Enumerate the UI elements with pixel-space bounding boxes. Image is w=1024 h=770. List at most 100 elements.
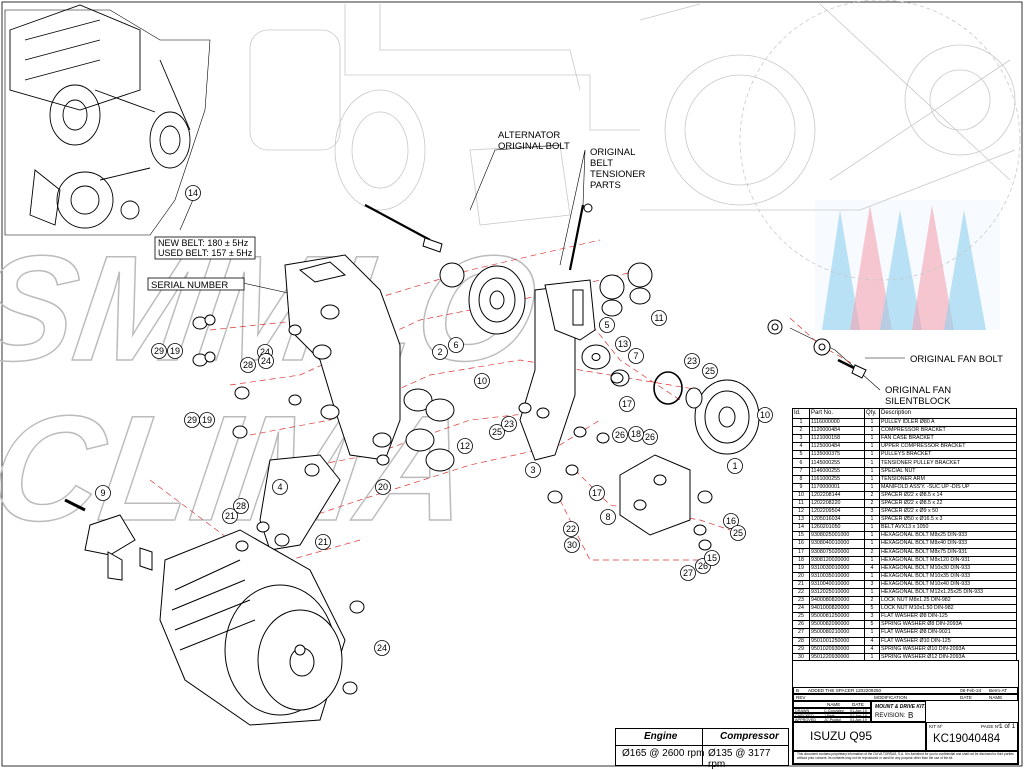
part-balloon-number: 25: [492, 427, 502, 437]
part-qty: 3: [864, 612, 880, 622]
part-qty: 1: [864, 628, 880, 638]
col-qty: Qty.: [864, 408, 880, 419]
parts-table-header: Id. Part No. Qty. Description: [792, 408, 1017, 419]
part-description: BELT AVX13 x 1050: [879, 523, 1017, 533]
part-balloon-number: 2: [437, 347, 442, 357]
part-balloon-number: 1: [732, 461, 737, 471]
part-id: 12: [792, 507, 810, 517]
part-balloon-number: 21: [318, 537, 328, 547]
part-qty: 1: [864, 426, 880, 436]
part-balloon-number: 4: [277, 482, 282, 492]
rev-row-rev: B: [796, 688, 800, 693]
part-balloon-circle: [619, 396, 635, 412]
part-balloon-number: 28: [236, 501, 246, 511]
part-balloon-circle: [702, 363, 718, 379]
belt-tension-new: NEW BELT: 180 ± 5Hz: [158, 238, 249, 248]
part-number: 9310035010000: [809, 571, 865, 581]
part-balloon-number: 17: [622, 399, 632, 409]
part-description: FAN CASE BRACKET: [879, 434, 1017, 444]
fan-silentblock-callout-1: ORIGINAL FAN: [885, 385, 951, 396]
sign-header: NAME DATE: [793, 701, 871, 708]
watermark-line-1: SMMLO: [0, 225, 547, 392]
part-description: SPACER Ø22 x Ø9 x 50: [879, 507, 1017, 517]
engine-background: [249, 0, 1021, 281]
part-number: 1170000001: [809, 482, 865, 492]
part-balloon-circle: [240, 357, 256, 373]
part-qty: 1: [864, 539, 880, 549]
part-id: 21: [792, 579, 810, 589]
part-description: PULLEY IDLER Ø80 A: [879, 417, 1017, 428]
part-id: 9: [792, 482, 810, 492]
part-balloon-circle: [704, 550, 720, 566]
part-qty: 1: [864, 474, 880, 484]
part-balloon-number: 15: [707, 553, 717, 563]
part-id: 11: [792, 498, 810, 509]
part-balloon-number: 29: [187, 415, 197, 425]
part-number: 9308040010000: [809, 539, 865, 549]
part-description: SPRING WASHER Ø10 DIN-2093A: [879, 644, 1017, 654]
part-description: HEXAGONAL BOLT M10x35 DIN-933: [879, 571, 1017, 581]
part-balloon-circle: [374, 640, 390, 656]
part-description: COMPRESSOR BRACKET: [879, 426, 1017, 436]
part-qty: 1: [864, 482, 880, 492]
part-balloon-number: 18: [631, 429, 641, 439]
part-balloon-circle: [628, 426, 644, 442]
part-balloon-number: 30: [567, 540, 577, 550]
part-balloon-circle: [628, 348, 644, 364]
pulley-ratio-box: Engine Compressor Ø165 @ 2600 rpm Ø135 @…: [615, 728, 789, 770]
part-balloon-circle: [222, 508, 238, 524]
part-balloon-circle: [615, 336, 631, 352]
rev-row: B ADDED THE SPACER 1202209250 08-Feb-24 …: [793, 687, 1018, 694]
part-qty: 5: [864, 604, 880, 614]
part-qty: 3: [864, 579, 880, 589]
part-id: 8: [792, 474, 810, 484]
part-number: 9400080820000: [809, 596, 865, 606]
part-balloon-circle: [600, 509, 616, 525]
kit-no-cell: KIT Nº PAGE Nº 1 of 1 KC19040484: [926, 722, 1018, 751]
part-qty: 1: [864, 587, 880, 598]
part-qty: 1: [864, 531, 880, 541]
alternator-bolt-callout-1: ALTERNATOR: [498, 130, 560, 141]
part-number: 9308075020000: [809, 547, 865, 557]
page-label: PAGE Nº: [981, 724, 1000, 729]
part-balloon-circle: [564, 537, 580, 553]
part-qty: 1: [864, 515, 880, 525]
part-balloon-circle: [589, 485, 605, 501]
part-number: 9501001250000: [809, 636, 865, 646]
part-balloon-circle: [599, 317, 615, 333]
part-id: 16: [792, 539, 810, 549]
part-qty: 1: [864, 466, 880, 476]
part-number: 1260201050: [809, 523, 865, 533]
part-qty: 2: [864, 547, 880, 557]
part-number: 9308120020000: [809, 555, 865, 565]
part-qty: 1: [864, 417, 880, 428]
part-balloon-circle: [501, 416, 517, 432]
callouts: ALTERNATOR ORIGINAL BOLT ORIGINAL BELT T…: [147, 130, 1003, 407]
part-balloon-number: 17: [592, 488, 602, 498]
part-number: 9310040010000: [809, 579, 865, 589]
part-description: FLAT WASHER Ø10 DIN-125: [879, 636, 1017, 646]
belt-routing-inset: [4, 4, 211, 236]
part-balloon-circle: [272, 479, 288, 495]
compressor-label: Compressor: [720, 731, 779, 742]
part-number: 1202208144: [809, 490, 865, 500]
kit-no-value: KC19040484: [933, 733, 1001, 745]
part-balloon-number: 12: [460, 441, 470, 451]
